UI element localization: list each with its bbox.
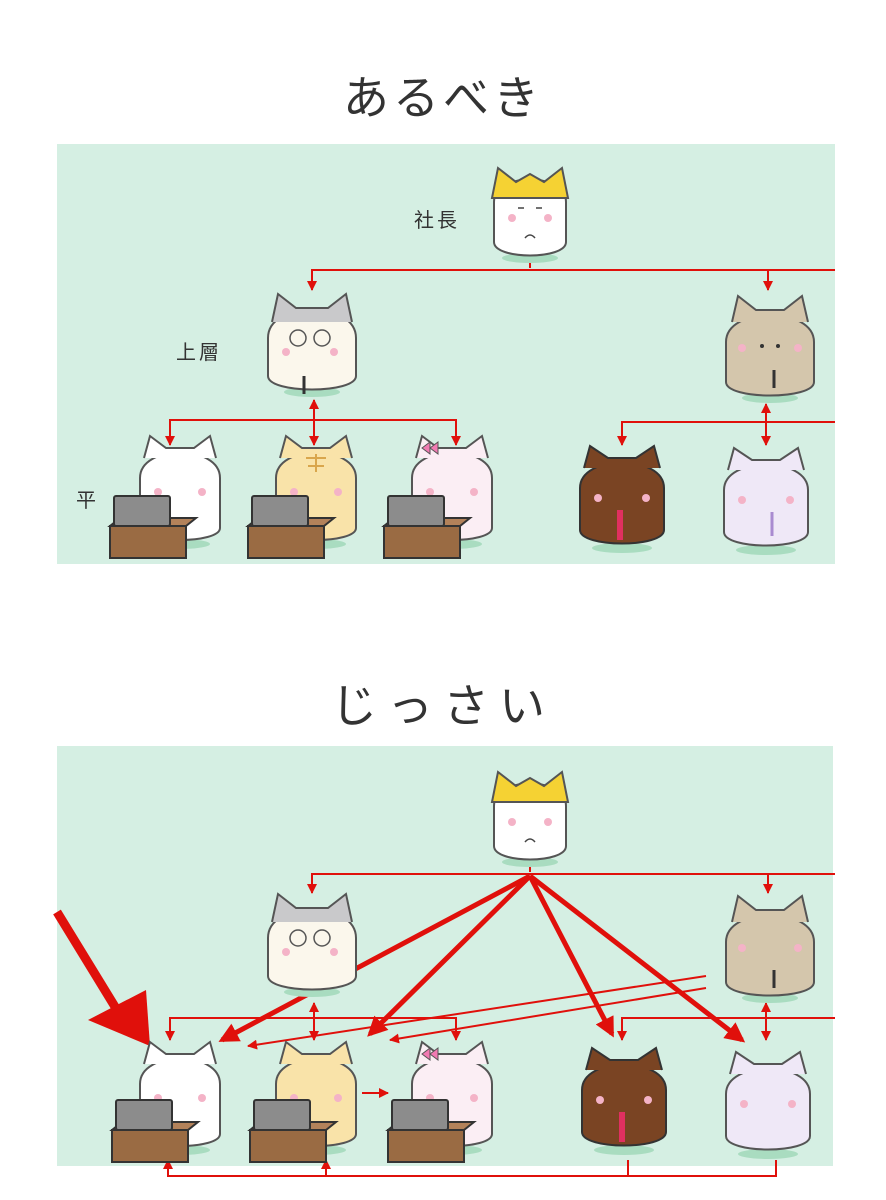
title-ideal: あるべき bbox=[343, 71, 543, 125]
panel-actual bbox=[57, 746, 833, 1166]
label-president: 社長 bbox=[414, 208, 460, 232]
label-upper: 上層 bbox=[176, 340, 222, 364]
label-staff: 平 bbox=[76, 488, 99, 512]
title-actual: じっさい bbox=[331, 679, 555, 733]
